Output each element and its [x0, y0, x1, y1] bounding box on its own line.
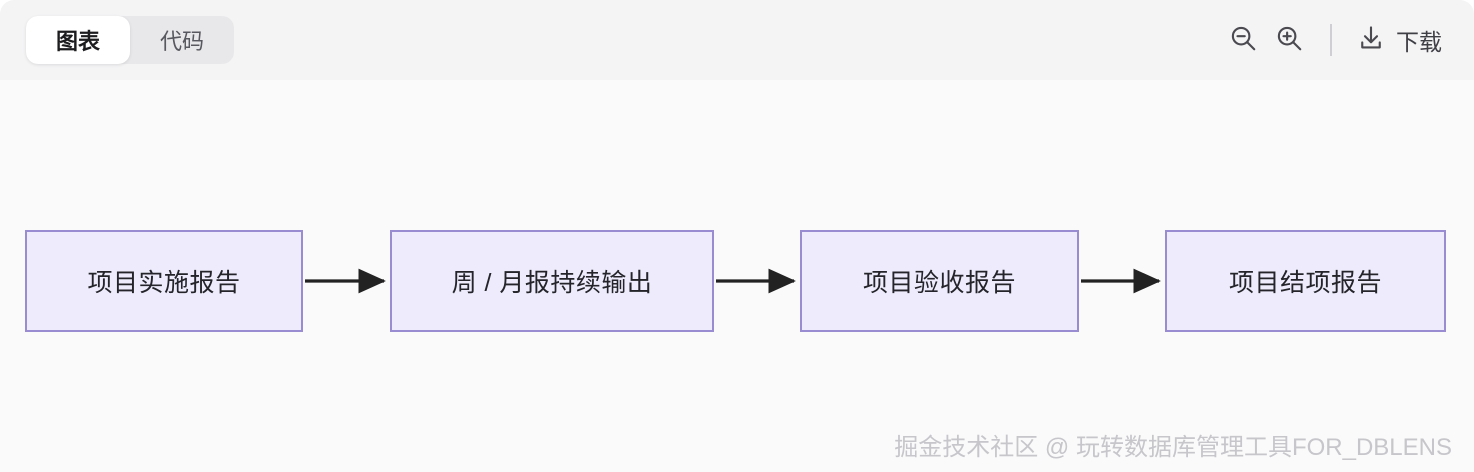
flow-node-3[interactable]: 项目验收报告	[800, 230, 1079, 332]
zoom-in-icon	[1274, 23, 1304, 58]
flow-node-2-label: 周 / 月报持续输出	[451, 269, 653, 297]
tab-code[interactable]: 代码	[159, 29, 204, 54]
diagram-connectors	[305, 268, 1161, 294]
toolbar-divider	[1330, 24, 1332, 56]
view-mode-tabs: 图表 代码	[26, 16, 234, 64]
diagram-canvas[interactable]: 项目实施报告 周 / 月报持续输出 项目验收报告 项目结项报告 掘金技术社区 @…	[0, 80, 1474, 472]
tab-chart[interactable]: 图表	[26, 16, 130, 64]
watermark-text: 掘金技术社区 @ 玩转数据库管理工具FOR_DBLENS	[894, 434, 1452, 461]
download-label: 下载	[1396, 29, 1442, 55]
flow-node-1-label: 项目实施报告	[87, 269, 241, 297]
toolbar-actions: 下载	[1220, 0, 1448, 80]
download-icon	[1356, 23, 1386, 58]
flow-node-2[interactable]: 周 / 月报持续输出	[390, 230, 714, 332]
flow-node-4[interactable]: 项目结项报告	[1165, 230, 1446, 332]
zoom-out-icon	[1228, 23, 1258, 58]
viewer-toolbar: 图表 代码	[0, 0, 1474, 80]
flow-node-1[interactable]: 项目实施报告	[25, 230, 303, 332]
zoom-out-button[interactable]	[1220, 17, 1266, 63]
download-button[interactable]: 下载	[1350, 17, 1448, 64]
flow-node-3-label: 项目验收报告	[862, 269, 1016, 297]
flow-node-4-label: 项目结项报告	[1228, 269, 1382, 297]
zoom-in-button[interactable]	[1266, 17, 1312, 63]
